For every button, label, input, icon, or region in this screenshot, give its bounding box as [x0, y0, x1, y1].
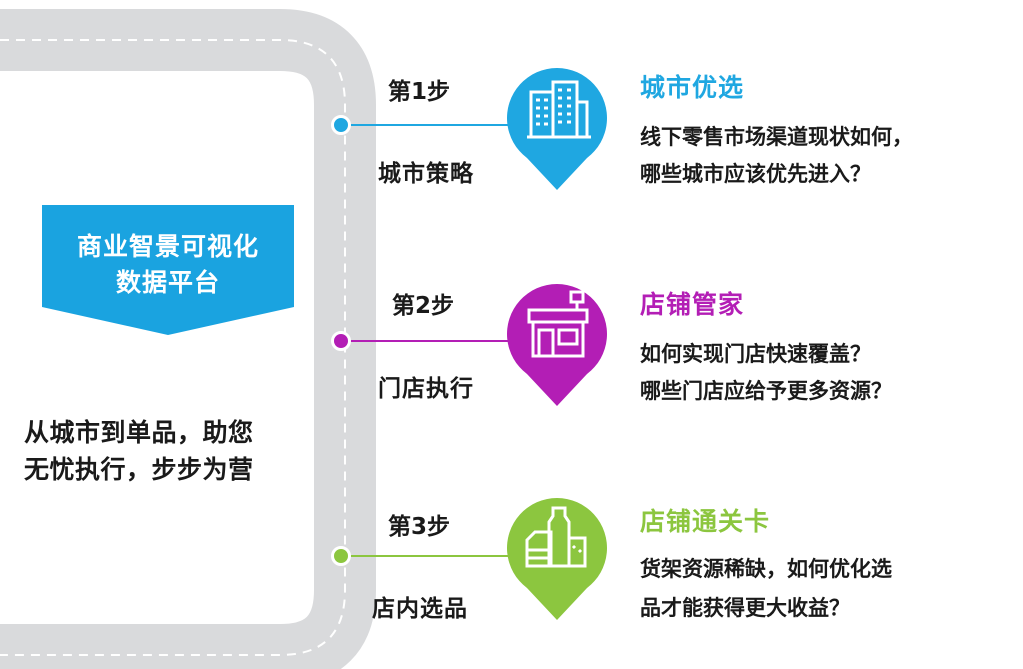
step-3-dot	[331, 546, 351, 566]
step-1-desc-line-1: 线下零售市场渠道现状如何，	[640, 125, 913, 149]
grocery-products-icon	[525, 506, 587, 568]
step-3-desc-line-2: 品才能获得更大收益？	[640, 596, 850, 620]
storefront-icon	[527, 290, 589, 358]
step-3-connector	[348, 555, 508, 557]
banner-shape	[42, 205, 294, 335]
step-1-dot	[331, 115, 351, 135]
step-2-desc-line-1: 如何实现门店快速覆盖？	[640, 342, 871, 366]
step-2-name: 门店执行	[378, 376, 474, 402]
step-3-pin	[505, 492, 609, 622]
banner-line-2: 数据平台	[115, 268, 220, 297]
step-3-title: 店铺通关卡	[640, 507, 771, 536]
step-1-number: 第1步	[388, 79, 451, 105]
step-2-desc-line-2: 哪些门店应给予更多资源？	[640, 379, 892, 403]
tagline: 从城市到单品，助您 无忧执行，步步为营	[24, 414, 324, 488]
step-3-desc-line-1: 货架资源稀缺，如何优化选	[640, 557, 892, 581]
step-2-number: 第2步	[392, 293, 455, 319]
banner-text: 商业智景可视化 数据平台	[42, 229, 294, 301]
step-2-connector	[348, 340, 508, 342]
step-3-number: 第3步	[388, 514, 451, 540]
tagline-line-1: 从城市到单品，助您	[24, 418, 254, 447]
step-1-title: 城市优选	[640, 73, 745, 102]
step-2-dot	[331, 331, 351, 351]
step-1-name: 城市策略	[378, 161, 474, 187]
banner-line-1: 商业智景可视化	[76, 232, 259, 261]
step-1-desc-line-2: 哪些城市应该优先进入？	[640, 162, 871, 186]
platform-banner: 商业智景可视化 数据平台	[42, 205, 294, 335]
buildings-icon	[527, 80, 591, 139]
step-1-pin	[505, 62, 609, 192]
step-1-connector	[348, 124, 508, 126]
step-2-title: 店铺管家	[640, 290, 745, 319]
step-3-name: 店内选品	[372, 596, 468, 622]
tagline-line-2: 无忧执行，步步为营	[24, 455, 254, 484]
step-2-pin	[505, 278, 609, 408]
